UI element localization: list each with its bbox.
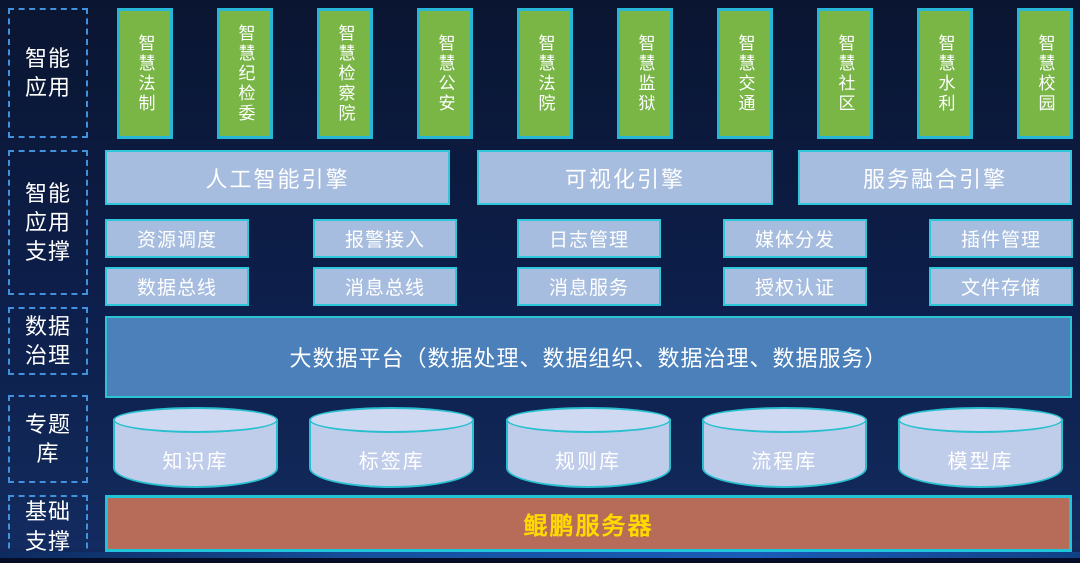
app-box: 智慧监狱 (617, 8, 673, 139)
app-box: 智慧公安 (417, 8, 473, 139)
section-label-smart-application: 智能应用 (8, 8, 88, 138)
database-row: 知识库 标签库 规则库 流程库 模型库 (113, 407, 1063, 488)
service-box: 日志管理 (517, 219, 661, 258)
app-box-label: 智慧交通 (735, 33, 755, 114)
app-box-label: 智慧水利 (935, 33, 955, 114)
database-label: 标签库 (358, 451, 425, 473)
app-box: 智慧检察院 (317, 8, 373, 139)
app-box-label: 智慧公安 (435, 33, 455, 114)
app-box: 智慧校园 (1017, 8, 1073, 139)
cylinder-top (113, 407, 278, 433)
service-box: 文件存储 (929, 267, 1073, 306)
app-box-label: 智慧法院 (535, 33, 555, 114)
app-box: 智慧交通 (717, 8, 773, 139)
app-box-label: 智慧社区 (835, 33, 855, 114)
service-box: 报警接入 (313, 219, 457, 258)
app-box: 智慧法制 (117, 8, 173, 139)
smart-apps-row: 智慧法制 智慧纪检委 智慧检察院 智慧公安 智慧法院 智慧监狱 智慧交通 智慧社… (117, 8, 1073, 139)
database-label: 知识库 (162, 451, 229, 473)
database-label: 模型库 (947, 451, 1014, 473)
engine-box-service-fusion: 服务融合引擎 (798, 150, 1072, 205)
app-box: 智慧水利 (917, 8, 973, 139)
server-label: 鲲鹏服务器 (523, 513, 654, 540)
cylinder-top (701, 407, 867, 433)
bigdata-platform-bar: 大数据平台（数据处理、数据组织、数据治理、数据服务） (105, 316, 1072, 398)
service-box: 消息总线 (313, 267, 457, 306)
service-box: 数据总线 (105, 267, 249, 306)
cylinder-top (505, 407, 671, 433)
app-box-label: 智慧校园 (1035, 33, 1055, 114)
bottom-edge (0, 558, 1080, 563)
cylinder-top (309, 407, 475, 433)
database-label: 规则库 (555, 451, 621, 473)
section-label-smart-application-support: 智能应用支撑 (8, 150, 88, 295)
kunpeng-server-bar: 鲲鹏服务器 (105, 495, 1072, 552)
section-label-thematic-library: 专题库 (8, 395, 88, 483)
database-cylinder: 规则库 (505, 407, 671, 488)
section-label-data-governance: 数据治理 (8, 307, 88, 375)
bottom-glow-strip (0, 552, 1080, 559)
service-box: 授权认证 (723, 267, 867, 306)
database-cylinder: 知识库 (113, 407, 278, 488)
cylinder-top (898, 407, 1063, 433)
app-box-label: 智慧法制 (135, 33, 155, 114)
app-box: 智慧纪检委 (217, 8, 273, 139)
app-box-label: 智慧监狱 (635, 33, 655, 114)
database-label: 流程库 (751, 451, 818, 473)
database-cylinder: 流程库 (701, 407, 867, 488)
database-cylinder: 标签库 (309, 407, 475, 488)
engine-box-ai: 人工智能引擎 (105, 150, 450, 205)
app-box: 智慧法院 (517, 8, 573, 139)
service-box: 媒体分发 (723, 219, 867, 258)
app-box-label: 智慧纪检委 (235, 23, 255, 124)
app-box-label: 智慧检察院 (335, 23, 355, 124)
section-label-basic-support: 基础支撑 (8, 495, 88, 558)
database-cylinder: 模型库 (898, 407, 1063, 488)
app-box: 智慧社区 (817, 8, 873, 139)
service-box: 资源调度 (105, 219, 249, 258)
service-box: 消息服务 (517, 267, 661, 306)
service-box: 插件管理 (929, 219, 1073, 258)
engine-box-visualization: 可视化引擎 (477, 150, 773, 205)
